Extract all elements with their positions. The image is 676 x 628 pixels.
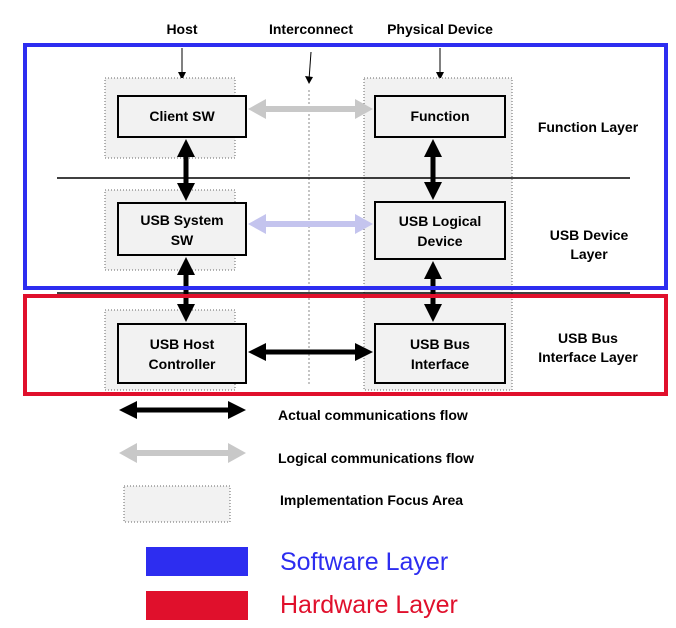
layer-label-usb-device-2: Layer bbox=[570, 246, 608, 262]
node-function bbox=[374, 95, 506, 138]
node-usb-logical-device-label-2: Device bbox=[417, 233, 462, 249]
logical-arrow-device-layer bbox=[248, 214, 373, 234]
node-usb-system-sw-label-2: SW bbox=[171, 232, 194, 248]
node-usb-bus-interface-label-2: Interface bbox=[411, 356, 470, 372]
layer-label-usb-bus-2: Interface Layer bbox=[538, 349, 638, 365]
legend-focus-area-swatch bbox=[123, 485, 231, 523]
node-usb-host-controller-label-1: USB Host bbox=[150, 336, 215, 352]
actual-arrow-device-lower bbox=[424, 261, 442, 322]
layer-label-usb-device-1: USB Device bbox=[550, 227, 629, 243]
node-usb-host-controller bbox=[117, 323, 247, 384]
node-usb-system-sw-label-1: USB System bbox=[140, 212, 223, 228]
header-pointer-arrows bbox=[178, 48, 444, 84]
layer-label-function: Function Layer bbox=[538, 119, 639, 135]
logical-arrow-function-layer bbox=[248, 99, 373, 119]
header-host: Host bbox=[166, 21, 197, 37]
software-layer-outline bbox=[23, 43, 668, 290]
hardware-layer-swatch bbox=[146, 591, 248, 620]
node-usb-logical-device bbox=[374, 201, 506, 260]
hardware-layer-label: Hardware Layer bbox=[280, 591, 458, 619]
node-function-label: Function bbox=[410, 108, 469, 124]
header-interconnect: Interconnect bbox=[269, 21, 353, 37]
legend-actual-arrow bbox=[119, 401, 246, 419]
node-client-sw bbox=[117, 95, 247, 138]
node-usb-logical-device-label-1: USB Logical bbox=[399, 213, 481, 229]
node-usb-bus-interface bbox=[374, 323, 506, 384]
software-layer-swatch bbox=[146, 547, 248, 576]
legend-focus-label: Implementation Focus Area bbox=[280, 492, 463, 508]
header-physical-device: Physical Device bbox=[387, 21, 493, 37]
layer-label-usb-bus-1: USB Bus bbox=[558, 330, 618, 346]
software-layer-label: Software Layer bbox=[280, 548, 448, 576]
legend-logical-arrow bbox=[119, 443, 246, 463]
node-client-sw-label: Client SW bbox=[149, 108, 215, 124]
node-usb-system-sw bbox=[117, 202, 247, 256]
actual-arrow-device-upper bbox=[424, 139, 442, 200]
node-usb-host-controller-label-2: Controller bbox=[149, 356, 216, 372]
node-usb-bus-interface-label-1: USB Bus bbox=[410, 336, 470, 352]
hardware-layer-outline bbox=[23, 294, 668, 396]
legend-actual-label: Actual communications flow bbox=[278, 407, 468, 423]
actual-arrow-host-upper bbox=[177, 139, 195, 201]
legend-logical-label: Logical communications flow bbox=[278, 450, 474, 466]
actual-arrow-bus-layer bbox=[248, 343, 373, 361]
